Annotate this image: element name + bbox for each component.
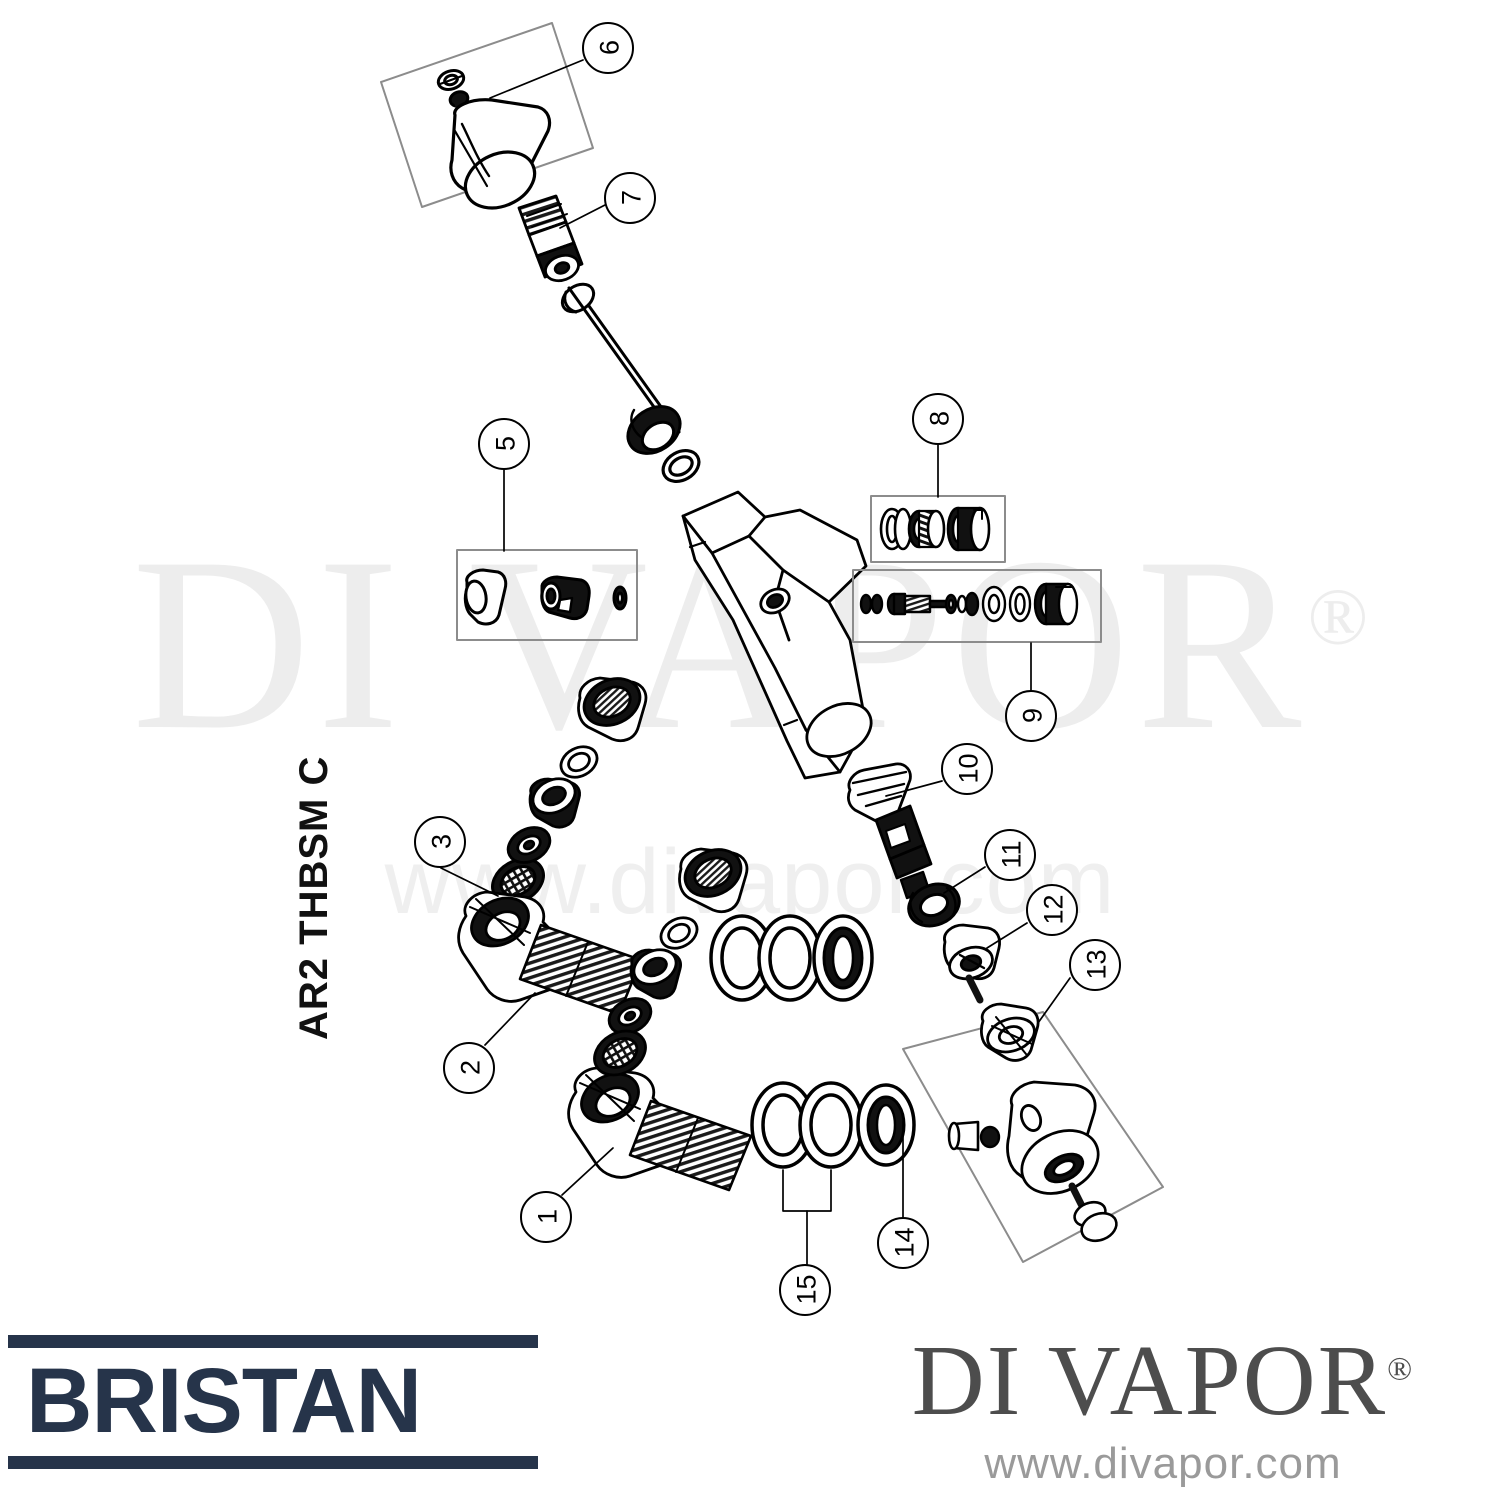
leader-lines: [440, 59, 1071, 1265]
part-retaining-nut: [907, 882, 961, 928]
divapor-registered-mark: ®: [1387, 1351, 1415, 1388]
part-box-5: [456, 549, 638, 641]
part-flow-control-cartridge: [847, 762, 933, 900]
part-flow-cartridge-kit: [879, 506, 991, 552]
part-washers-15: [750, 1081, 864, 1169]
callout-5[interactable]: 5: [478, 418, 530, 470]
divapor-url: www.divapor.com: [984, 1439, 1342, 1488]
callout-number: 12: [1038, 894, 1069, 925]
model-label: AR2 THBSM C: [292, 755, 336, 1040]
part-oring-tube: [661, 448, 701, 484]
callout-number: 13: [1081, 949, 1112, 980]
bristan-wordmark: BRISTAN: [26, 1350, 422, 1452]
callout-number: 10: [953, 753, 984, 784]
bristan-logo: BRISTAN: [8, 1335, 538, 1469]
part-inlet-elbow-lower: [567, 1066, 753, 1192]
part-temperature-handle: [449, 98, 552, 210]
callout-8[interactable]: 8: [912, 393, 964, 445]
part-inlet-stack-upper: [506, 676, 648, 864]
part-extension-tube: [560, 282, 682, 455]
part-box-9: [852, 569, 1102, 643]
part-inlet-elbow-upper: [457, 890, 643, 1016]
callout-number: 9: [1017, 707, 1048, 724]
part-main-valve-body: [681, 490, 873, 780]
callout-15[interactable]: 15: [779, 1264, 831, 1316]
callout-number: 3: [426, 833, 457, 850]
bristan-bar-top: [8, 1335, 538, 1348]
callout-9[interactable]: 9: [1005, 690, 1057, 742]
callout-number: 15: [791, 1274, 822, 1305]
part-washer-14: [856, 1083, 916, 1167]
part-box-6: [380, 22, 594, 208]
callout-13[interactable]: 13: [1069, 939, 1121, 991]
part-sleeve-kit: [463, 568, 628, 626]
divapor-logo: DI VAPOR® www.divapor.com: [838, 1330, 1488, 1489]
part-flow-handle-kit: [947, 1002, 1118, 1243]
callout-number: 8: [924, 410, 955, 427]
callout-number: 1: [532, 1208, 563, 1225]
part-thermostatic-cartridge: [517, 194, 584, 283]
part-filter-screen-upper: [491, 857, 545, 905]
callout-10[interactable]: 10: [941, 743, 993, 795]
part-thermostatic-kit: [859, 582, 1079, 626]
divapor-wordmark: DI VAPOR®: [911, 1324, 1415, 1436]
callout-12[interactable]: 12: [1026, 884, 1078, 936]
callout-11[interactable]: 11: [984, 829, 1036, 881]
callout-7[interactable]: 7: [604, 172, 656, 224]
callout-2[interactable]: 2: [443, 1042, 495, 1094]
part-washer-row-middle: [709, 914, 874, 1002]
callout-number: 11: [996, 840, 1027, 869]
callout-number: 14: [889, 1227, 920, 1258]
callout-14[interactable]: 14: [877, 1217, 929, 1269]
callout-number: 6: [594, 39, 625, 56]
callout-1[interactable]: 1: [520, 1191, 572, 1243]
callout-number: 2: [455, 1059, 486, 1076]
callout-number: 7: [616, 189, 647, 206]
callout-6[interactable]: 6: [582, 22, 634, 74]
part-inlet-stack-lower: [593, 847, 749, 1077]
callout-3[interactable]: 3: [414, 816, 466, 868]
callout-number: 5: [490, 435, 521, 452]
part-handle-adaptor: [942, 923, 1001, 1004]
bristan-bar-bottom: [8, 1455, 538, 1469]
